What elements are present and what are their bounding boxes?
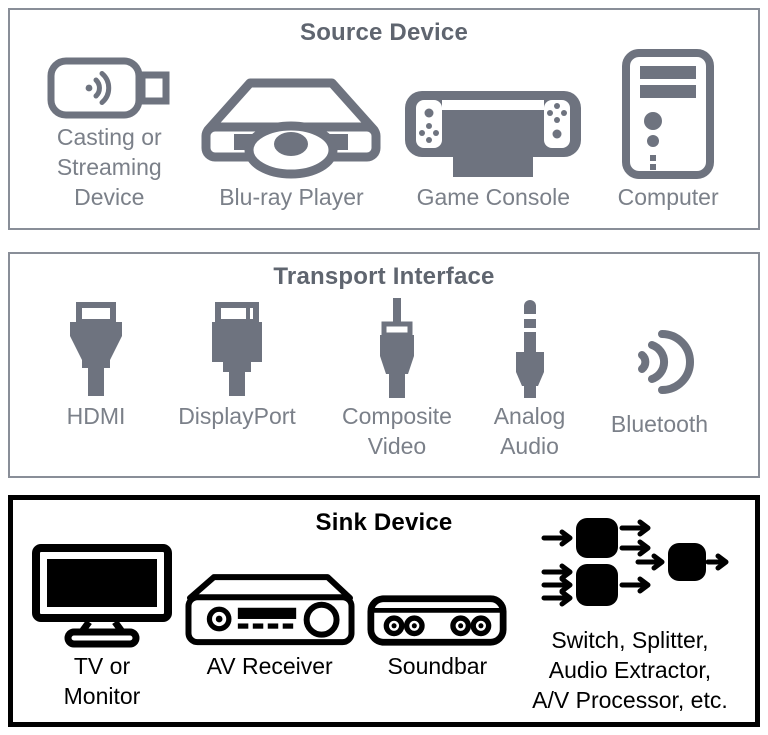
hdmi-label: HDMI bbox=[66, 403, 126, 429]
item-av-receiver: AV Receiver bbox=[180, 516, 360, 682]
item-displayport: DisplayPort bbox=[152, 298, 322, 432]
item-computer: Computer bbox=[594, 49, 742, 213]
displayport-connector-icon bbox=[199, 298, 275, 398]
rca-connector-icon bbox=[365, 298, 429, 398]
item-soundbar: Soundbar bbox=[362, 516, 512, 682]
soundbar-label: Soundbar bbox=[387, 653, 488, 679]
transport-interface-row: HDMI DisplayPort bbox=[10, 298, 758, 462]
source-device-section: Source Device Casting or Streaming Devic… bbox=[8, 8, 760, 230]
blu-ray-player-icon bbox=[198, 77, 384, 179]
sink-device-row: TV or Monitor bbox=[13, 516, 755, 716]
item-analog-audio: Analog Audio bbox=[472, 298, 587, 462]
av-receiver-icon bbox=[184, 516, 356, 648]
casting-streaming-device-icon bbox=[47, 57, 171, 119]
casting-streaming-device-label: Casting or Streaming Device bbox=[56, 124, 162, 211]
item-bluetooth: Bluetooth bbox=[587, 298, 732, 440]
item-game-console: Game Console bbox=[392, 89, 594, 213]
item-hdmi: HDMI bbox=[40, 298, 152, 432]
wireless-waves-icon bbox=[624, 298, 696, 406]
hdmi-connector-icon bbox=[58, 298, 134, 398]
game-console-label: Game Console bbox=[416, 184, 571, 211]
tv-monitor-icon bbox=[32, 516, 172, 648]
blu-ray-player-label: Blu-ray Player bbox=[219, 184, 364, 211]
av-receiver-label: AV Receiver bbox=[206, 653, 333, 679]
computer-tower-icon bbox=[622, 49, 715, 180]
item-casting-streaming-device: Casting or Streaming Device bbox=[28, 57, 191, 213]
soundbar-icon bbox=[367, 516, 507, 648]
composite-video-label: Composite Video bbox=[342, 403, 452, 459]
item-switch-splitter: Switch, Splitter, Audio Extractor, A/V P… bbox=[515, 516, 745, 716]
analog-audio-label: Analog Audio bbox=[493, 403, 566, 459]
item-tv-monitor: TV or Monitor bbox=[27, 516, 177, 712]
computer-label: Computer bbox=[617, 184, 719, 211]
bluetooth-label: Bluetooth bbox=[610, 411, 709, 437]
transport-interface-section: Transport Interface HDMI bbox=[8, 252, 760, 478]
tv-monitor-label: TV or Monitor bbox=[63, 653, 141, 709]
sink-device-title: Sink Device bbox=[315, 509, 453, 536]
item-composite-video: Composite Video bbox=[322, 298, 472, 462]
transport-interface-title: Transport Interface bbox=[273, 263, 495, 290]
source-device-row: Casting or Streaming Device Blu-ray Play… bbox=[10, 49, 758, 213]
switch-splitter-label: Switch, Splitter, Audio Extractor, A/V P… bbox=[532, 627, 728, 713]
game-console-icon bbox=[403, 89, 583, 179]
switch-splitter-icon bbox=[530, 516, 730, 622]
item-blu-ray-player: Blu-ray Player bbox=[191, 77, 393, 213]
source-device-title: Source Device bbox=[299, 19, 469, 46]
displayport-label: DisplayPort bbox=[178, 403, 296, 429]
sink-device-section: Sink Device TV or Monitor bbox=[8, 495, 760, 727]
audio-jack-icon bbox=[502, 298, 558, 398]
